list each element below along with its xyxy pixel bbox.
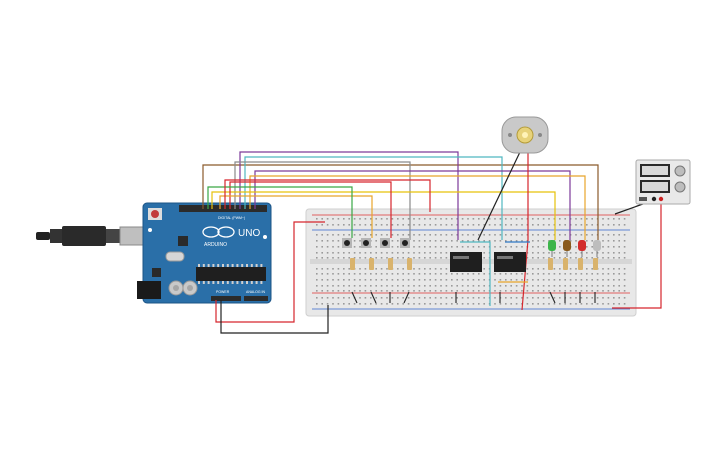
push-button-3[interactable] [380, 238, 390, 248]
relay-1[interactable] [450, 252, 482, 272]
resistor[interactable] [548, 258, 553, 270]
wire-gray [234, 161, 411, 240]
arduino-brand-text: ARDUINO [204, 242, 227, 248]
power-supply[interactable] [635, 159, 691, 205]
led-white[interactable] [593, 240, 601, 257]
wire-teal-bb [460, 241, 491, 306]
wire-yellow [211, 191, 556, 240]
mounting-hole [148, 228, 152, 232]
wires [202, 151, 662, 334]
dc-motor[interactable] [501, 116, 549, 154]
analog-header [244, 296, 268, 301]
push-button-1[interactable] [342, 238, 352, 248]
resistor[interactable] [578, 258, 583, 270]
resistor[interactable] [369, 258, 374, 270]
regulator-chip [152, 268, 161, 277]
push-button-4[interactable] [400, 238, 410, 248]
wire-motor-black [477, 151, 521, 241]
wire-gnd-black [220, 300, 329, 334]
digital-header [179, 205, 267, 212]
arduino-uno-board[interactable]: UNO ARDUINO DIGITAL (PWM~) POWER ANALOG … [36, 202, 272, 304]
relay-2[interactable] [494, 252, 526, 272]
power-label: POWER [216, 290, 230, 294]
power-jack [137, 281, 161, 299]
wire-supply-red [612, 200, 662, 309]
usb-chip [178, 236, 188, 246]
wire-motor-red [521, 152, 529, 311]
terminal-negative[interactable] [651, 196, 657, 202]
push-button-2[interactable] [361, 238, 371, 248]
wire-orange-short [219, 195, 373, 238]
resistor[interactable] [388, 258, 393, 270]
leds [548, 240, 601, 257]
resistor[interactable] [407, 258, 412, 270]
wire-red-top [224, 179, 431, 212]
resistor[interactable] [350, 258, 355, 270]
usb-cable [50, 229, 62, 243]
resistors [350, 258, 598, 270]
wire-purple-right [254, 170, 571, 240]
wire-green [207, 186, 353, 238]
analog-label: ANALOG IN [246, 290, 266, 294]
ground-jumpers [351, 291, 596, 304]
uno-logo-text: UNO [238, 228, 260, 239]
usb-connector [62, 226, 106, 246]
arduino-pcb [142, 202, 272, 304]
wire-teal [244, 156, 503, 240]
current-knob[interactable] [674, 181, 686, 193]
crystal [165, 251, 185, 262]
led-orange[interactable] [563, 240, 571, 257]
chip-pins [198, 264, 263, 284]
power-header [211, 296, 241, 301]
terminal-positive[interactable] [658, 196, 664, 202]
led-red[interactable] [578, 240, 586, 257]
resistor[interactable] [563, 258, 568, 270]
atmega-chip [196, 267, 266, 281]
infinity-logo-left [202, 226, 220, 238]
push-buttons [342, 238, 410, 248]
wire-brown [202, 164, 599, 240]
usb-plug-tip [36, 232, 50, 240]
resistor[interactable] [593, 258, 598, 270]
voltage-knob[interactable] [674, 165, 686, 177]
led-green[interactable] [548, 240, 556, 257]
wire-5v-red [215, 221, 325, 323]
infinity-logo-right [217, 226, 235, 238]
supply-switch[interactable] [639, 197, 647, 201]
mounting-hole [263, 235, 267, 239]
digital-label: DIGITAL (PWM~) [218, 216, 245, 220]
reset-button[interactable] [151, 210, 159, 218]
